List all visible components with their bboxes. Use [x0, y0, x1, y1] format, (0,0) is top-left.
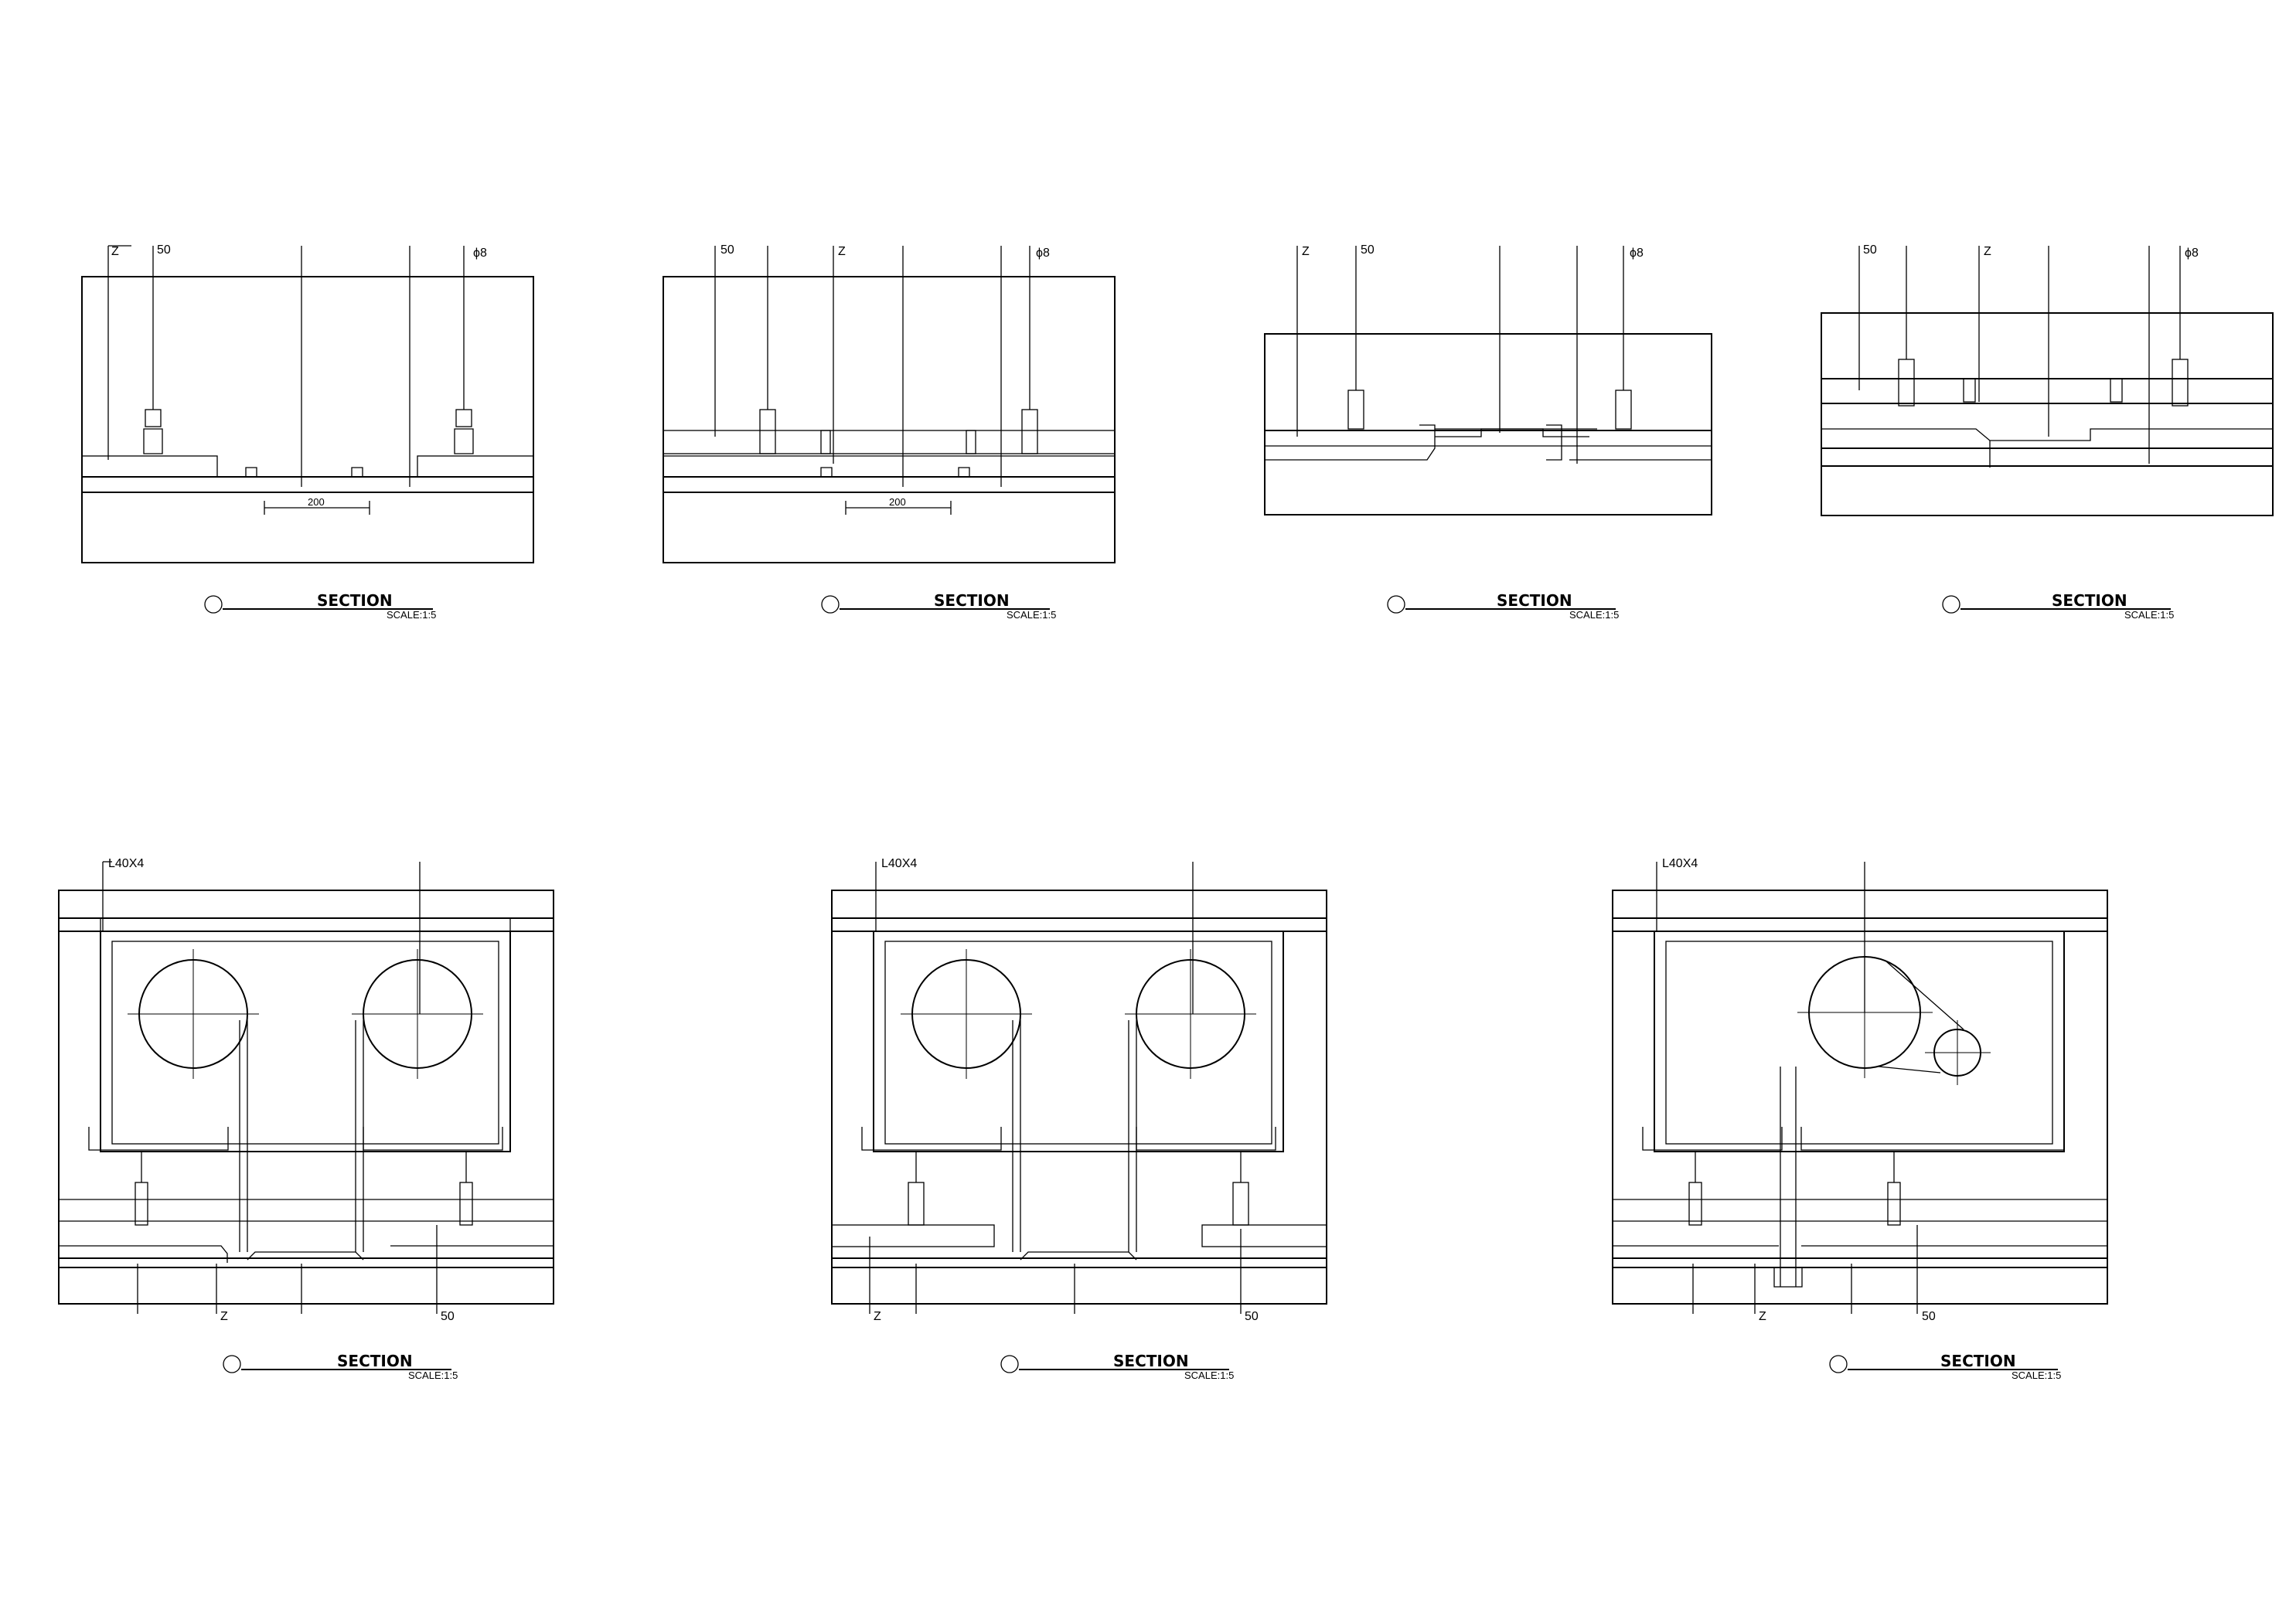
section-scale-7: SCALE:1:5	[2012, 1370, 2061, 1381]
z-label-3: Z	[1302, 245, 1310, 258]
rod-callout-3: ϕ8	[1630, 247, 1644, 260]
angle-callout-7: L40X4	[1662, 857, 1698, 870]
section-scale-3: SCALE:1:5	[1569, 609, 1619, 621]
section-scale-6: SCALE:1:5	[1184, 1370, 1234, 1381]
detail-4: 50 Z ϕ8 SECTION SCALE:1:5	[1821, 243, 2274, 621]
dimension-200-b: 200	[889, 496, 906, 508]
hanger-callout-7: 50	[1922, 1310, 1936, 1323]
section-bubble	[204, 595, 223, 614]
hanger-callout-3: 50	[1361, 243, 1375, 257]
section-title-3: SECTION	[1497, 591, 1572, 610]
hanger-callout-2: 50	[720, 243, 734, 257]
section-title-1: SECTION	[317, 591, 393, 610]
section-title-2: SECTION	[934, 591, 1010, 610]
detail-1: 200 Z 50 ϕ8 SECTION SCALE:1:5	[81, 243, 534, 621]
hanger-callout-6: 50	[1245, 1310, 1259, 1323]
section-title-4: SECTION	[2052, 591, 2127, 610]
z-label-7: Z	[1759, 1310, 1766, 1323]
hanger-callout-5: 50	[441, 1310, 455, 1323]
angle-callout-5: L40X4	[108, 857, 144, 870]
z-label-2: Z	[838, 245, 846, 258]
rod-callout: ϕ8	[473, 247, 487, 260]
detail-5: L40X4 Z 50 SECTION SCALE:1:5	[58, 857, 554, 1381]
rod-callout-2: ϕ8	[1036, 247, 1050, 260]
detail-6: L40X4 Z 50 SECTION SCALE:1:5	[831, 857, 1327, 1381]
detail-2: 200 50 Z ϕ8 SECTION SCALE:1:5	[663, 243, 1116, 621]
section-title-5: SECTION	[337, 1352, 413, 1370]
detail-3: Z 50 ϕ8 SECTION SCALE:1:5	[1264, 243, 1712, 621]
section-scale-1: SCALE:1:5	[387, 609, 436, 621]
z-label-6: Z	[874, 1310, 881, 1323]
dimension-200: 200	[308, 496, 325, 508]
z-label-5: Z	[220, 1310, 228, 1323]
section-title-6: SECTION	[1113, 1352, 1189, 1370]
detail-7: L40X4 Z 50 SECTION SCALE:1:5	[1612, 857, 2108, 1381]
angle-callout-6: L40X4	[881, 857, 917, 870]
z-label: Z	[111, 245, 119, 258]
rod-callout-4: ϕ8	[2185, 247, 2199, 260]
section-scale-5: SCALE:1:5	[408, 1370, 458, 1381]
z-label-4: Z	[1984, 245, 1991, 258]
hanger-callout-4: 50	[1863, 243, 1877, 257]
section-scale-4: SCALE:1:5	[2124, 609, 2174, 621]
section-title-7: SECTION	[1940, 1352, 2016, 1370]
hanger-callout: 50	[157, 243, 171, 257]
section-scale-2: SCALE:1:5	[1007, 609, 1056, 621]
